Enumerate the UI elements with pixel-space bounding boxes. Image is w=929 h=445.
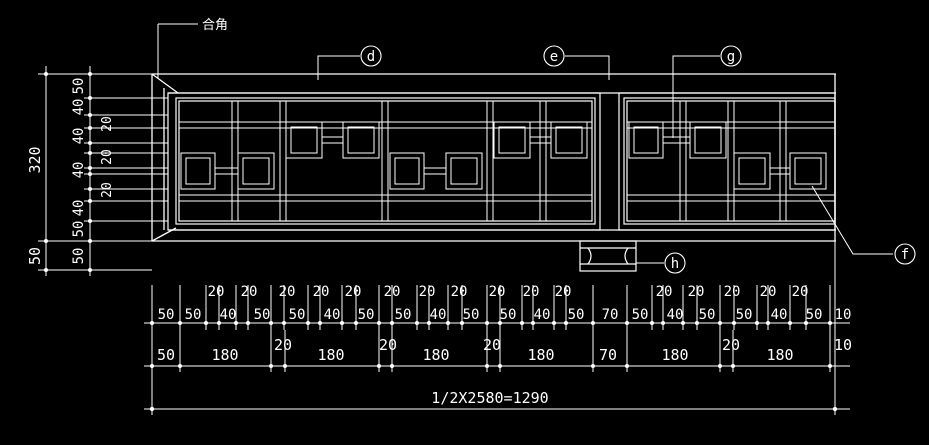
top-row-dim: 50 [736, 307, 753, 323]
second-row-dim: 20 [274, 336, 292, 354]
second-row-dim: 180 [766, 346, 793, 364]
top-row-dim: 40 [667, 307, 684, 323]
top-row-dim: 40 [430, 307, 447, 323]
second-row-dim: 20 [722, 336, 740, 354]
top-row-dim: 20 [792, 284, 809, 300]
top-row-dim: 20 [656, 284, 673, 300]
lattice-left [179, 101, 592, 221]
second-row-dim: 50 [157, 346, 175, 364]
callout-h: h [636, 252, 686, 274]
inner-dim: 20 [100, 182, 115, 198]
callout-e-label: e [550, 49, 558, 65]
callout-d-label: d [367, 49, 375, 65]
second-row-dim: 20 [379, 336, 397, 354]
top-row-dim: 20 [313, 284, 330, 300]
callout-d: d [317, 45, 382, 80]
total-ticks [149, 406, 838, 412]
corner-leader [157, 23, 198, 78]
top-row-dim: 40 [771, 307, 788, 323]
top-row-dim: 50 [568, 307, 585, 323]
left-dimension-ticks [44, 72, 92, 272]
top-row-dim: 20 [688, 284, 705, 300]
second-row-dim: 70 [599, 346, 617, 364]
dim-overall-height: 320 [26, 146, 44, 173]
top-row-dim: 50 [185, 307, 202, 323]
second-row-dim: 180 [527, 346, 554, 364]
left-panel [167, 92, 601, 231]
inner-dim: 20 [100, 149, 115, 165]
top-row-ticks [150, 285, 832, 330]
top-row-dim: 20 [241, 284, 258, 300]
second-row-dim: 180 [211, 346, 238, 364]
inner-dim: 40 [71, 162, 87, 179]
callout-g-label: g [727, 49, 735, 65]
second-row-dim: 180 [661, 346, 688, 364]
callout-g: g [672, 45, 742, 138]
right-panel [618, 92, 836, 231]
callout-h-label: h [671, 256, 679, 272]
inner-dim: 50 [71, 221, 87, 238]
top-row-dim: 20 [760, 284, 777, 300]
top-row-dim: 20 [208, 284, 225, 300]
inner-dim: 40 [71, 200, 87, 217]
total-length-label: 1/2X2580=1290 [431, 389, 548, 407]
inner-height-labels: 50 40 20 40 20 40 20 40 50 50 [71, 78, 115, 265]
top-row-dim: 50 [463, 307, 480, 323]
callout-f: f [811, 185, 916, 265]
second-row-labels: 50 180 20 180 20 180 20 180 70 180 20 180 10 [157, 336, 852, 364]
top-row-dim: 70 [602, 307, 619, 323]
top-row-dim: 20 [279, 284, 296, 300]
top-row-dim: 50 [806, 307, 823, 323]
inner-dim: 50 [71, 78, 87, 95]
second-row-dim: 180 [422, 346, 449, 364]
top-row-dim: 20 [724, 284, 741, 300]
dim-base-height: 50 [26, 247, 44, 265]
inner-dim: 40 [71, 99, 87, 116]
top-row-dim: 20 [384, 284, 401, 300]
top-row-dim: 20 [523, 284, 540, 300]
top-row-dim: 50 [632, 307, 649, 323]
inner-dim: 40 [71, 128, 87, 145]
inner-dim: 50 [71, 248, 87, 265]
top-row-dim: 40 [324, 307, 341, 323]
post-base [579, 240, 637, 272]
top-row-dim: 20 [489, 284, 506, 300]
second-row-dim: 180 [317, 346, 344, 364]
top-row-dim: 20 [555, 284, 572, 300]
top-row-dim: 50 [254, 307, 271, 323]
inner-dim: 20 [100, 116, 115, 132]
top-row-dim: 50 [699, 307, 716, 323]
second-row-dim: 20 [483, 336, 501, 354]
top-row-dim: 50 [158, 307, 175, 323]
corner-note: 合角 [202, 18, 228, 33]
second-row-ticks [150, 330, 832, 372]
top-row-dim: 20 [451, 284, 468, 300]
callout-f-label: f [901, 247, 909, 263]
top-row-dim: 20 [419, 284, 436, 300]
top-row-dim: 20 [345, 284, 362, 300]
second-row-dim: 10 [834, 336, 852, 354]
top-row-dim: 50 [500, 307, 517, 323]
top-row-dim: 50 [395, 307, 412, 323]
top-row-dim: 50 [289, 307, 306, 323]
left-dimension-lines [38, 66, 168, 276]
top-row-dim: 50 [358, 307, 375, 323]
top-row-dim: 40 [534, 307, 551, 323]
callout-e: e [543, 45, 610, 80]
lattice-right [627, 101, 835, 221]
top-row-dim: 40 [220, 307, 237, 323]
top-row-dim: 10 [835, 307, 852, 323]
